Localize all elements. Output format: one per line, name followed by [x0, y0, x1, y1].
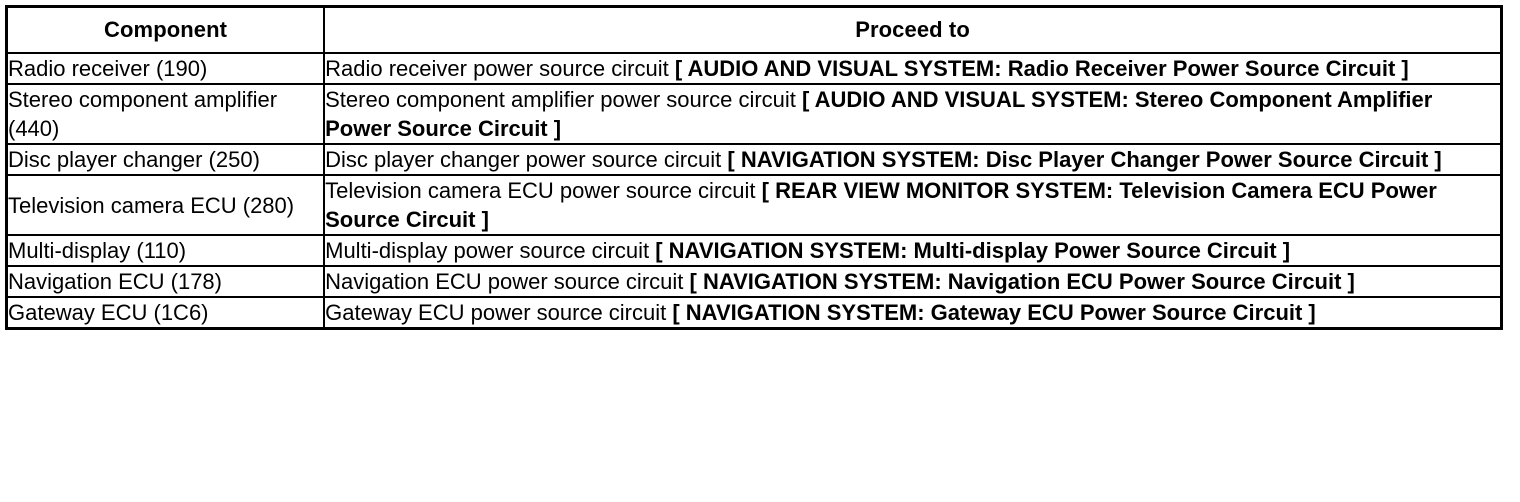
- proceed-description: Navigation ECU power source circuit: [325, 269, 690, 295]
- proceed-description: Multi-display power source circuit: [325, 238, 656, 264]
- cell-component: Radio receiver (190): [5, 51, 326, 86]
- table-row: Stereo component amplifier (440)Stereo c…: [5, 83, 1503, 146]
- column-header-component: Component: [5, 5, 326, 54]
- cell-proceed-to: Disc player changer power source circuit…: [323, 143, 1503, 177]
- column-header-proceed-to: Proceed to: [323, 5, 1503, 54]
- proceed-reference-link[interactable]: [ NAVIGATION SYSTEM: Multi-display Power…: [655, 238, 1291, 264]
- table-body: Radio receiver (190)Radio receiver power…: [5, 51, 1503, 330]
- table-row: Radio receiver (190)Radio receiver power…: [5, 51, 1503, 86]
- cell-component: Stereo component amplifier (440): [5, 83, 326, 146]
- table-row: Navigation ECU (178)Navigation ECU power…: [5, 265, 1503, 299]
- table-header-row: Component Proceed to: [5, 5, 1503, 54]
- cell-component: Television camera ECU (280): [5, 174, 326, 237]
- component-proceed-table: Component Proceed to Radio receiver (190…: [5, 5, 1503, 331]
- cell-proceed-to: Stereo component amplifier power source …: [323, 83, 1503, 146]
- cell-proceed-to: Television camera ECU power source circu…: [323, 174, 1503, 237]
- proceed-description: Radio receiver power source circuit: [325, 56, 675, 81]
- proceed-reference-link[interactable]: [ NAVIGATION SYSTEM: Disc Player Changer…: [727, 147, 1442, 173]
- cell-component: Navigation ECU (178): [5, 265, 326, 299]
- table-row: Gateway ECU (1C6)Gateway ECU power sourc…: [5, 296, 1503, 330]
- proceed-reference-link[interactable]: [ AUDIO AND VISUAL SYSTEM: Radio Receive…: [674, 56, 1409, 81]
- proceed-reference-link[interactable]: [ REAR VIEW MONITOR SYSTEM: Television C…: [325, 178, 1437, 233]
- table-header: Component Proceed to: [5, 5, 1503, 54]
- proceed-description: Television camera ECU power source circu…: [325, 178, 762, 204]
- cell-proceed-to: Radio receiver power source circuit [ AU…: [323, 51, 1503, 86]
- proceed-description: Stereo component amplifier power source …: [325, 87, 803, 113]
- table-row: Disc player changer (250)Disc player cha…: [5, 143, 1503, 177]
- proceed-description: Gateway ECU power source circuit: [325, 300, 673, 326]
- cell-proceed-to: Gateway ECU power source circuit [ NAVIG…: [323, 296, 1503, 330]
- table-row: Television camera ECU (280)Television ca…: [5, 174, 1503, 237]
- proceed-reference-link[interactable]: [ NAVIGATION SYSTEM: Gateway ECU Power S…: [672, 300, 1316, 326]
- proceed-reference-link[interactable]: [ NAVIGATION SYSTEM: Navigation ECU Powe…: [689, 269, 1355, 295]
- proceed-description: Disc player changer power source circuit: [325, 147, 728, 173]
- cell-component: Disc player changer (250): [5, 143, 326, 177]
- table-row: Multi-display (110)Multi-display power s…: [5, 234, 1503, 268]
- proceed-reference-link[interactable]: [ AUDIO AND VISUAL SYSTEM: Stereo Compon…: [325, 87, 1433, 142]
- cell-component: Gateway ECU (1C6): [5, 296, 326, 330]
- cell-component: Multi-display (110): [5, 234, 326, 268]
- cell-proceed-to: Navigation ECU power source circuit [ NA…: [323, 265, 1503, 299]
- cell-proceed-to: Multi-display power source circuit [ NAV…: [323, 234, 1503, 268]
